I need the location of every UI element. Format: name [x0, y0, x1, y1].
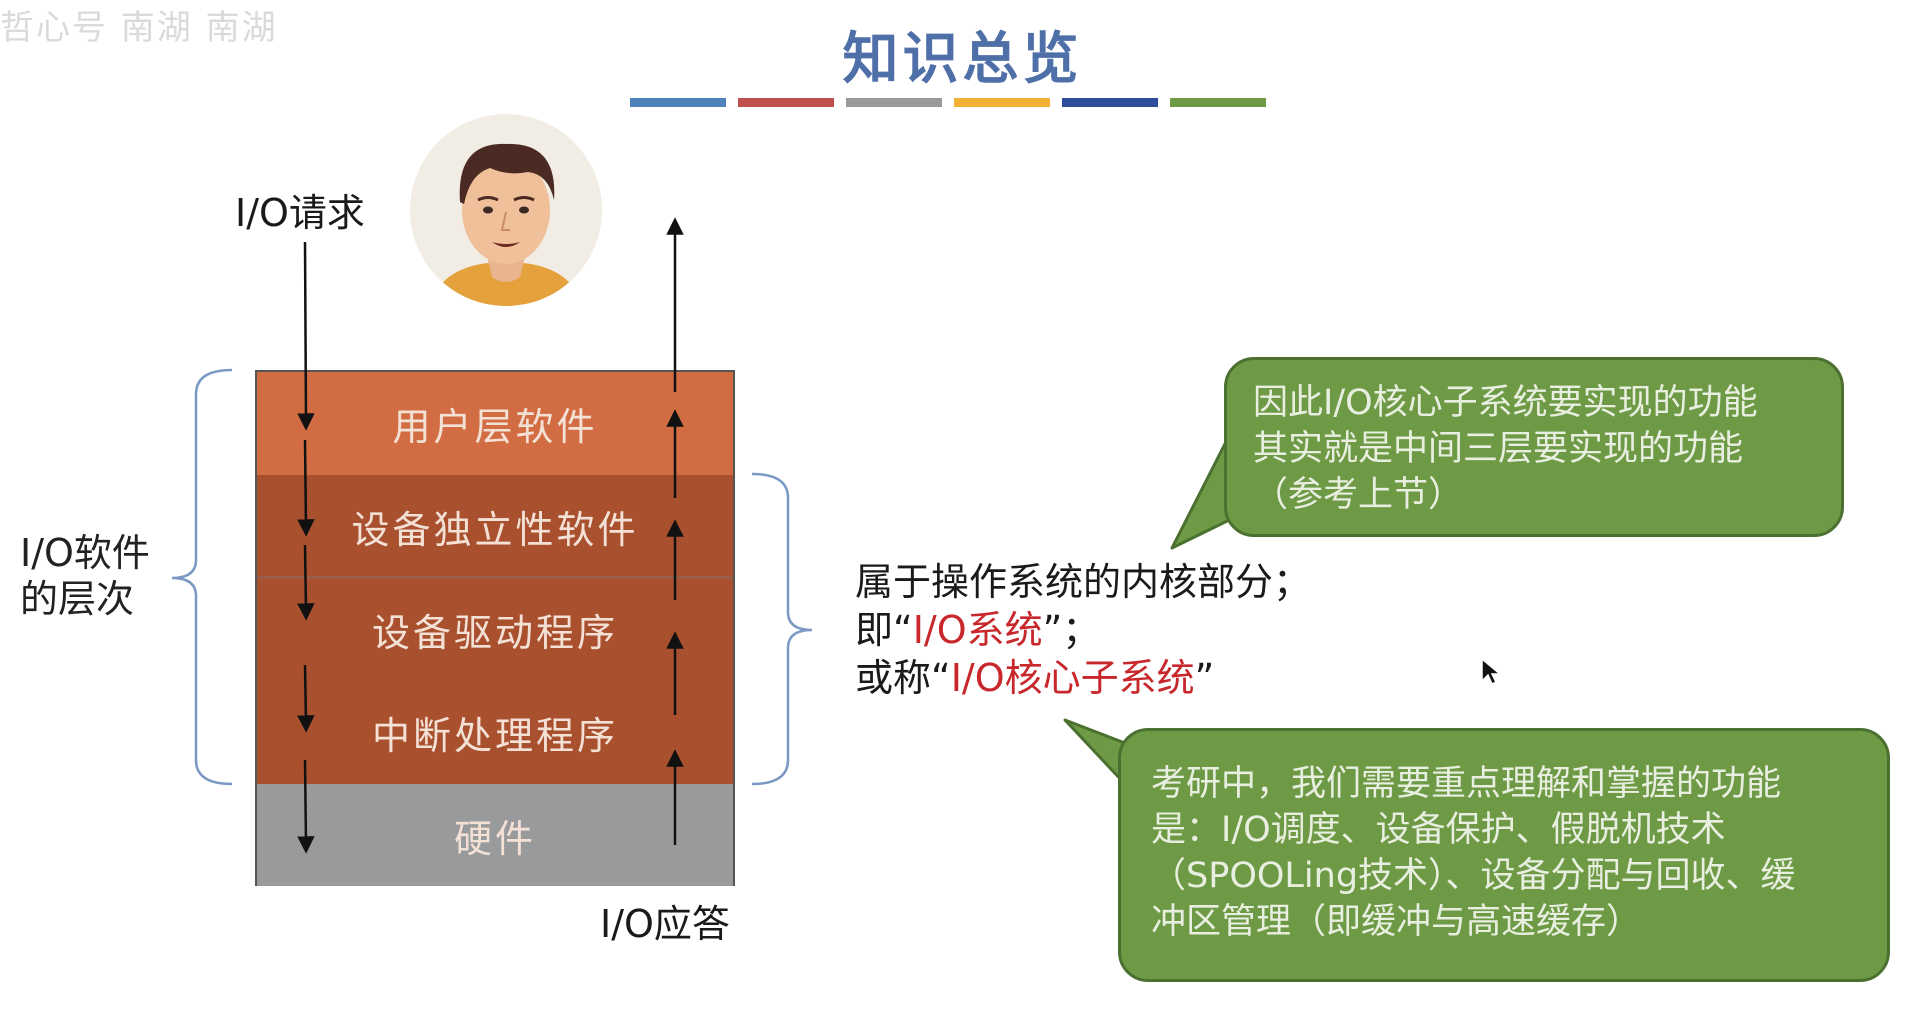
layer-device-independent-software: 设备独立性软件 — [257, 475, 733, 578]
io-request-arrow — [297, 439, 315, 537]
title-color-bar — [630, 98, 1266, 107]
io-system-highlight: I/O系统 — [912, 608, 1043, 652]
io-response-label: I/O应答 — [600, 902, 730, 946]
kernel-note-line: 即“I/O系统”； — [855, 606, 1311, 654]
levels-label-line: 的层次 — [20, 577, 135, 621]
callout-bubble-bottom: 考研中，我们需要重点理解和掌握的功能 是：I/O调度、设备保护、假脱机技术 （S… — [1118, 728, 1890, 982]
io-core-subsystem-highlight: I/O核心子系统 — [950, 656, 1195, 700]
title-bar-segment — [1170, 98, 1266, 107]
io-request-arrow — [297, 664, 315, 733]
left-brace — [171, 368, 233, 786]
levels-label-line: I/O软件 — [20, 531, 150, 575]
mouse-cursor-icon — [1481, 657, 1502, 686]
kernel-note: 属于操作系统的内核部分； 即“I/O系统”； 或称“I/O核心子系统” — [855, 558, 1311, 702]
layer-label: 中断处理程序 — [371, 714, 618, 758]
layer-divider — [257, 576, 733, 579]
layer-interrupt-handler: 中断处理程序 — [257, 681, 733, 784]
layer-device-driver: 设备驱动程序 — [257, 578, 733, 681]
text-suffix: ” — [1194, 656, 1215, 700]
io-software-levels-label: I/O软件 的层次 — [20, 530, 150, 622]
layer-stack: 用户层软件 设备独立性软件 设备驱动程序 中断处理程序 硬件 — [255, 370, 735, 886]
layer-label: 硬件 — [453, 816, 536, 861]
title-bar-segment — [1062, 98, 1158, 107]
bubble-line: （参考上节） — [1253, 475, 1464, 515]
io-request-label: I/O请求 — [235, 191, 365, 235]
text-prefix: 或称“ — [855, 656, 951, 700]
title-bar-segment — [738, 98, 834, 107]
io-request-arrow — [297, 241, 315, 431]
bubble-line: 因此I/O核心子系统要实现的功能 — [1253, 383, 1758, 423]
layer-user-software: 用户层软件 — [257, 372, 733, 475]
layer-hardware: 硬件 — [257, 784, 733, 886]
right-brace — [751, 472, 813, 786]
text-prefix: 即“ — [855, 608, 913, 652]
bubble-line: 其实就是中间三层要实现的功能 — [1253, 429, 1744, 469]
kernel-note-line: 属于操作系统的内核部分； — [855, 560, 1312, 604]
io-request-arrow — [297, 759, 315, 854]
layer-label: 用户层软件 — [392, 405, 598, 449]
callout-bubble-top: 因此I/O核心子系统要实现的功能 其实就是中间三层要实现的功能 （参考上节） — [1224, 357, 1844, 537]
bubble-line: 考研中，我们需要重点理解和掌握的功能 — [1151, 764, 1782, 804]
bubble-line: 是：I/O调度、设备保护、假脱机技术 — [1151, 810, 1726, 850]
user-avatar-icon — [410, 114, 602, 306]
watermark: 哲心号 南湖 南湖 — [0, 8, 278, 48]
bubble-line: 冲区管理（即缓冲与高速缓存） — [1151, 902, 1642, 942]
title-bar-segment — [630, 98, 726, 107]
title-bar-segment — [846, 98, 942, 107]
page-title: 知识总览 — [842, 26, 1083, 92]
io-request-arrow — [297, 544, 315, 621]
text-suffix: ”； — [1042, 608, 1101, 652]
bubble-line: （SPOOLing技术）、设备分配与回收、缓 — [1151, 856, 1796, 896]
title-bar-segment — [954, 98, 1050, 107]
layer-label: 设备独立性软件 — [351, 508, 639, 552]
layer-label: 设备驱动程序 — [371, 611, 618, 655]
kernel-note-line: 或称“I/O核心子系统” — [855, 654, 1311, 702]
